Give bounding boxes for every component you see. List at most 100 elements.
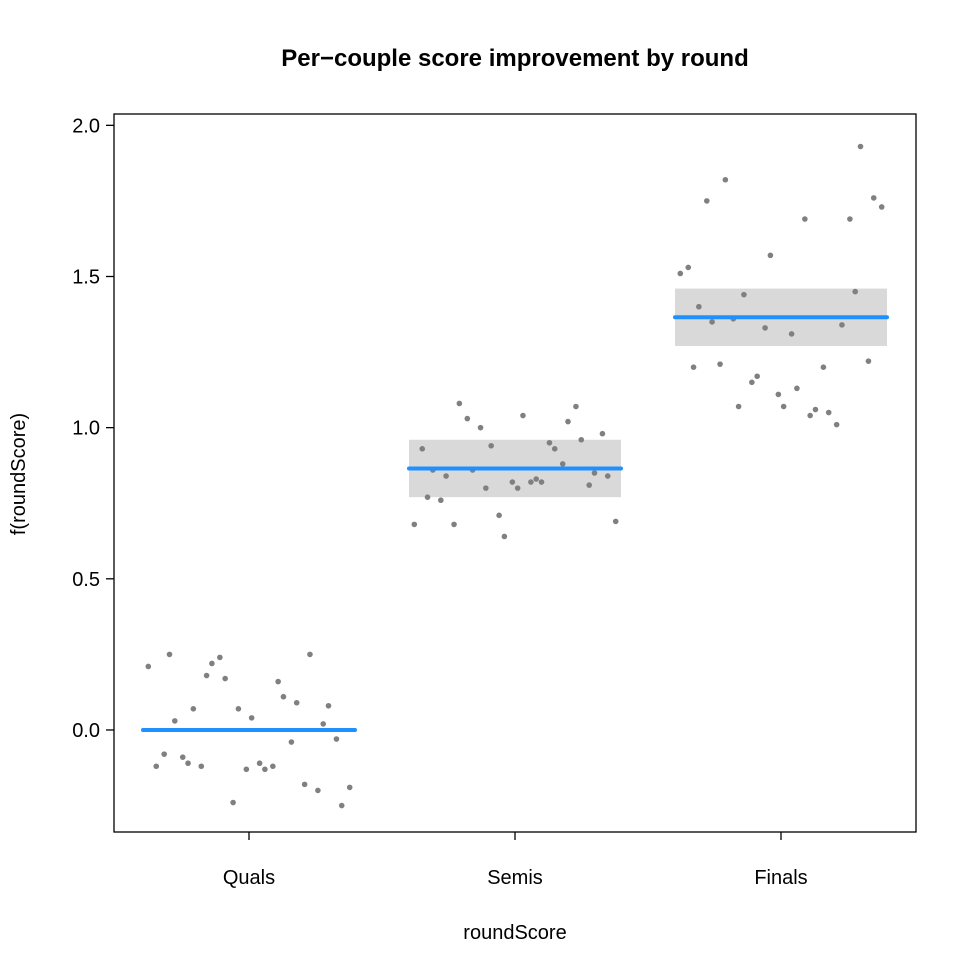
data-point <box>559 461 566 467</box>
data-point <box>325 702 332 709</box>
data-point <box>696 303 702 310</box>
data-point <box>551 446 558 452</box>
data-point <box>501 533 508 540</box>
data-point <box>573 403 579 410</box>
data-point <box>320 721 327 727</box>
data-point <box>878 204 885 210</box>
y-tick-label: 2.0 <box>72 115 100 137</box>
data-point <box>788 331 795 337</box>
y-tick-label: 0.5 <box>72 569 100 591</box>
data-point <box>717 361 723 367</box>
data-point <box>217 654 223 661</box>
data-point <box>488 442 494 449</box>
data-point <box>749 379 755 386</box>
x-tick-label: Finals <box>754 867 807 889</box>
data-point <box>230 799 236 806</box>
data-point <box>438 497 444 504</box>
data-point <box>690 364 697 370</box>
data-point <box>288 739 295 745</box>
data-point <box>685 264 692 271</box>
data-point <box>741 291 747 298</box>
y-tick-label: 1.5 <box>72 266 100 288</box>
fit-lines <box>141 315 889 732</box>
data-point <box>509 479 516 485</box>
data-point <box>270 763 276 770</box>
data-point <box>280 693 287 700</box>
data-point <box>735 403 742 410</box>
data-point <box>315 787 321 794</box>
data-point <box>538 479 545 485</box>
data-point <box>825 409 832 416</box>
data-point <box>293 699 300 706</box>
data-point <box>857 143 864 150</box>
data-point <box>301 781 308 788</box>
y-axis: 0.00.51.01.52.0 <box>72 115 114 742</box>
data-point <box>248 715 255 721</box>
data-point <box>807 412 813 419</box>
data-point <box>262 766 268 773</box>
data-point <box>604 473 611 479</box>
data-point <box>443 473 449 479</box>
data-point <box>794 385 800 392</box>
data-point <box>203 672 210 679</box>
data-point <box>586 482 592 488</box>
data-point <box>346 784 353 791</box>
data-point <box>870 195 877 201</box>
data-point <box>424 494 431 500</box>
data-point <box>812 406 819 413</box>
data-point <box>677 270 684 277</box>
data-point <box>161 751 167 757</box>
data-point <box>528 479 534 485</box>
data-point <box>599 430 606 437</box>
data-point <box>477 424 484 431</box>
data-point <box>419 446 426 452</box>
data-point <box>852 288 858 295</box>
data-point <box>496 512 502 519</box>
x-axis: Quals Semis Finals <box>223 832 808 889</box>
data-point <box>520 412 526 419</box>
data-point <box>833 421 840 428</box>
data-point <box>762 325 768 331</box>
data-point <box>333 736 340 742</box>
data-point <box>153 763 160 770</box>
data-point <box>704 198 710 204</box>
confidence-bands <box>409 288 887 498</box>
data-point <box>483 485 489 491</box>
x-tick-label: Semis <box>487 867 543 889</box>
data-point <box>839 322 845 328</box>
data-point <box>533 476 539 482</box>
data-point <box>451 521 457 528</box>
data-point <box>578 436 585 443</box>
x-axis-label: roundScore <box>463 922 566 944</box>
data-point <box>780 403 787 410</box>
data-point <box>338 802 345 809</box>
data-point <box>514 485 521 491</box>
data-point <box>256 760 263 767</box>
data-point <box>847 216 853 222</box>
data-point <box>591 470 598 476</box>
data-point <box>145 663 152 670</box>
data-point <box>243 766 250 773</box>
data-point <box>190 706 197 712</box>
data-point <box>546 439 553 446</box>
data-point <box>172 718 178 724</box>
data-point <box>775 391 782 398</box>
data-point <box>235 706 242 712</box>
data-point <box>185 760 191 767</box>
data-point <box>767 252 774 259</box>
chart-title: Per−couple score improvement by round <box>281 45 748 72</box>
y-axis-label: f(roundScore) <box>8 413 30 535</box>
data-point <box>307 651 313 658</box>
y-tick-label: 1.0 <box>72 418 100 440</box>
data-point <box>198 763 205 770</box>
data-point <box>456 400 463 407</box>
data-point <box>166 651 173 658</box>
data-point <box>565 418 571 425</box>
data-point <box>275 678 281 685</box>
x-tick-label: Quals <box>223 867 275 889</box>
data-point <box>612 518 619 525</box>
data-point <box>709 319 715 325</box>
data-point <box>464 415 471 422</box>
data-point <box>411 521 418 528</box>
